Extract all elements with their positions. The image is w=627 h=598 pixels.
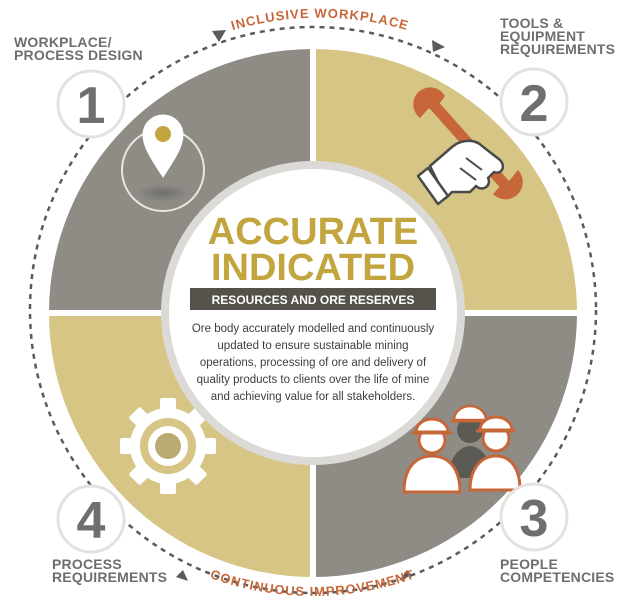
description-line: operations, processing of ore and delive…	[200, 357, 427, 369]
workers-hardhat-icon	[402, 404, 522, 494]
step-badge-4: 4	[56, 484, 126, 554]
arrow-bottom-left-icon	[176, 570, 188, 581]
step-badge-3: 3	[499, 482, 569, 552]
hand-wrench-icon	[413, 87, 523, 206]
center-description: Ore body accurately modelled and continu…	[192, 323, 435, 403]
arrow-top-left-icon	[212, 30, 226, 42]
gear-icon	[120, 398, 216, 494]
dashed-cycle-ring	[28, 25, 598, 595]
description-line: updated to ensure sustainable mining	[217, 340, 408, 352]
description-line: Ore body accurately modelled and continu…	[192, 323, 435, 335]
center-title-line2: INDICATED	[211, 247, 415, 289]
quadrant-3-label: PEOPLE COMPETENCIES	[500, 556, 615, 585]
center-title-line1: ACCURATE	[208, 211, 418, 253]
description-line: and achieving value for all stakeholders…	[211, 391, 416, 403]
quadrant-1-label: WORKPLACE/ PROCESS DESIGN	[14, 34, 143, 63]
description-line: quality products to clients over the lif…	[197, 374, 430, 386]
quadrant-4-label: PROCESS REQUIREMENTS	[52, 556, 168, 585]
center-panel: ACCURATE INDICATED RESOURCES AND ORE RES…	[161, 161, 465, 465]
arrow-top-right-icon	[432, 40, 445, 52]
step-badge-2: 2	[499, 67, 569, 137]
arc-label-top: INCLUSIVE WORKPLACE	[229, 6, 410, 33]
step-badge-1: 1	[56, 69, 126, 139]
quadrant-2-label: TOOLS & EQUIPMENT REQUIREMENTS	[500, 15, 616, 57]
center-banner	[190, 288, 436, 310]
svg-text:1: 1	[77, 77, 106, 135]
arrow-bottom-right-icon	[399, 570, 412, 581]
location-pin-icon	[121, 114, 205, 212]
center-banner-text: RESOURCES AND ORE RESERVES	[212, 293, 415, 307]
svg-text:2: 2	[520, 75, 549, 133]
svg-text:4: 4	[77, 492, 106, 550]
svg-text:3: 3	[520, 490, 549, 548]
